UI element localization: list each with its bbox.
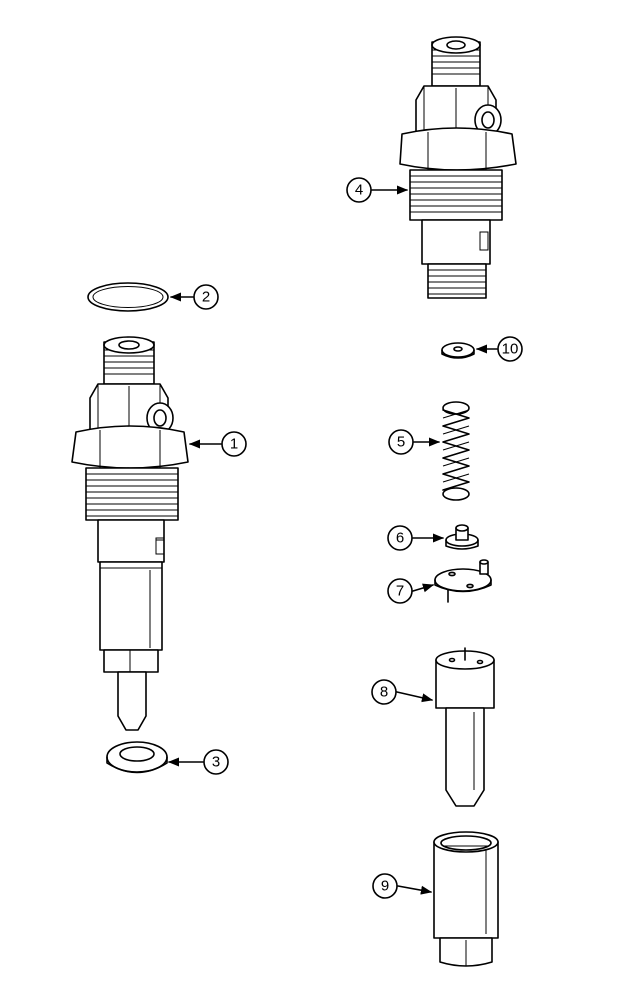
spring-seat-part-6: [445, 524, 479, 550]
holder-body-part-4: [399, 36, 517, 299]
injector-assembly-part-1: [71, 336, 189, 731]
callout-1: 1: [188, 431, 247, 457]
shim-part-10: [441, 342, 475, 359]
callout-7: 7: [387, 578, 435, 604]
callout-2: 2: [169, 284, 219, 310]
callout-5: 5: [388, 429, 441, 455]
o-ring-part-2: [87, 282, 169, 312]
svg-text:5: 5: [397, 434, 405, 451]
spring-part-5: [442, 401, 470, 501]
svg-text:7: 7: [396, 583, 404, 600]
svg-text:8: 8: [380, 684, 388, 701]
svg-text:1: 1: [230, 436, 238, 453]
callout-9: 9: [372, 873, 433, 899]
svg-text:2: 2: [202, 289, 210, 306]
svg-text:9: 9: [381, 878, 389, 895]
nozzle-nut-part-9: [433, 831, 499, 967]
svg-text:6: 6: [396, 530, 404, 547]
callout-6: 6: [387, 525, 445, 551]
washer-part-3: [106, 741, 168, 774]
nozzle-part-8: [435, 647, 495, 807]
svg-text:4: 4: [355, 182, 363, 199]
svg-text:3: 3: [212, 754, 220, 771]
intermediate-plate-part-7: [434, 559, 492, 603]
callout-4: 4: [346, 177, 409, 203]
svg-text:10: 10: [502, 341, 519, 358]
callout-8: 8: [371, 679, 434, 705]
callout-3: 3: [167, 749, 229, 775]
callout-10: 10: [475, 336, 523, 362]
